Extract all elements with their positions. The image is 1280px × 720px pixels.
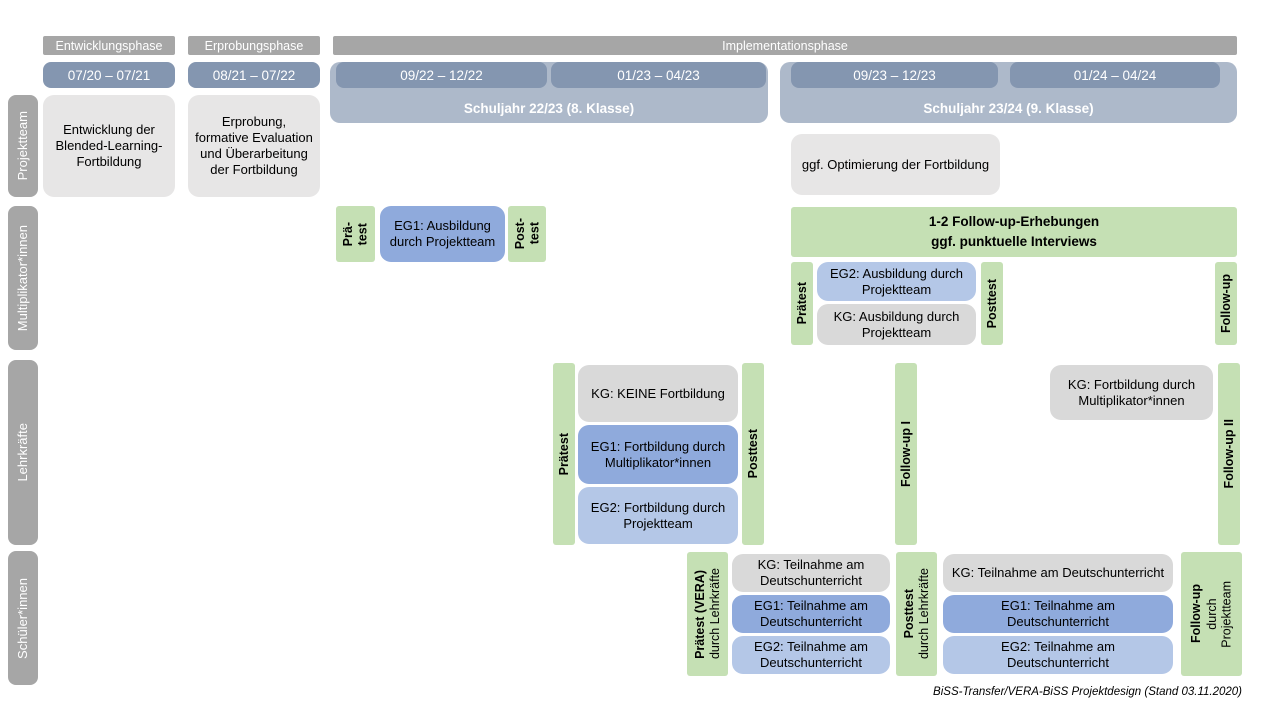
date-range-0821-0722: 08/21 – 07/22	[188, 62, 320, 88]
date-range-0923-1223: 09/23 – 12/23	[791, 62, 998, 88]
bar-posttest-schueler-sub-text: durch Lehrkräfte	[917, 568, 931, 660]
row-label-schueler-text: Schüler*innen	[14, 577, 30, 659]
bar-followup-1-lehrkraefte: Follow-up I	[895, 363, 917, 545]
row-label-projektteam: Projektteam	[8, 95, 38, 197]
row-label-projektteam-text: Projektteam	[14, 111, 30, 181]
bar-posttest-multiplikatoren-2: Posttest	[981, 262, 1003, 345]
row-label-multiplikatoren: Multiplikator*innen	[8, 206, 38, 350]
box-kg-ausbildung-projektteam: KG: Ausbildung durch Projektteam	[817, 304, 976, 345]
bar-followup-schueler: Follow-up durch Projektteam	[1181, 552, 1242, 676]
phase-header-erprobungsphase: Erprobungsphase	[188, 36, 320, 55]
bar-posttest-multiplikatoren-2-text: Posttest	[984, 278, 999, 329]
bar-followup-1-lehrkraefte-text: Follow-up I	[898, 421, 913, 487]
bar-praetest-multiplikatoren-2-text: Prätest	[794, 282, 809, 325]
bar-posttest-multiplikatoren-1: Post- test	[508, 206, 546, 262]
bar-followup-schueler-main-text: Follow-up	[1189, 584, 1204, 644]
bar-praetest-multiplikatoren-2: Prätest	[791, 262, 813, 345]
box-kg-fortbildung-multiplikatoren: KG: Fortbildung durch Multiplikator*inne…	[1050, 365, 1213, 420]
box-followup-erhebungen: 1-2 Follow-up-Erhebungen ggf. punktuelle…	[791, 207, 1237, 257]
phase-header-entwicklungsphase: Entwicklungsphase	[43, 36, 175, 55]
bar-praetest-vera-main-text: Prätest (VERA)	[692, 569, 707, 659]
box-eg2-fortbildung-projektteam: EG2: Fortbildung durch Projektteam	[578, 487, 738, 544]
row-label-schueler: Schüler*innen	[8, 551, 38, 685]
bar-followup-2-lehrkraefte: Follow-up II	[1218, 363, 1240, 545]
box-eg2-teilnahme-deutschunterricht-2: EG2: Teilnahme am Deutschunterricht	[943, 636, 1173, 674]
footer-caption: BiSS-Transfer/VERA-BiSS Projektdesign (S…	[933, 686, 1242, 698]
row-label-lehrkraefte: Lehrkräfte	[8, 360, 38, 545]
schoolyear-label-22-23: Schuljahr 22/23 (8. Klasse)	[463, 101, 635, 116]
bar-posttest-lehrkraefte-text: Posttest	[745, 429, 760, 479]
box-erprobung-evaluation: Erprobung, formative Evaluation und Über…	[188, 95, 320, 197]
bar-praetest-lehrkraefte-text: Prätest	[556, 432, 571, 476]
row-label-multiplikatoren-text: Multiplikator*innen	[14, 224, 30, 332]
bar-posttest-lehrkraefte: Posttest	[742, 363, 764, 545]
bar-praetest-multiplikatoren-1: Prä- test	[336, 206, 375, 262]
bar-praetest-vera-schueler: Prätest (VERA) durch Lehrkräfte	[687, 552, 728, 676]
date-range-0124-0424: 01/24 – 04/24	[1010, 62, 1220, 88]
box-entwicklung-fortbildung: Entwicklung der Blended-Learning-Fortbil…	[43, 95, 175, 197]
bar-praetest-multiplikatoren-1-text: Prä- test	[341, 221, 370, 247]
box-optimierung-fortbildung: ggf. Optimierung der Fortbildung	[791, 134, 1000, 195]
phase-header-implementationsphase: Implementationsphase	[333, 36, 1237, 55]
bar-posttest-schueler-main-text: Posttest	[901, 589, 916, 639]
bar-praetest-vera-sub-text: durch Lehrkräfte	[708, 568, 722, 660]
bar-followup-schueler-sub-text: durch Projektteam	[1204, 580, 1234, 648]
date-range-0922-1222: 09/22 – 12/22	[336, 62, 547, 88]
box-eg1-teilnahme-deutschunterricht-1: EG1: Teilnahme am Deutschunterricht	[732, 595, 890, 633]
box-eg1-teilnahme-deutschunterricht-2: EG1: Teilnahme am Deutschunterricht	[943, 595, 1173, 633]
date-range-0720-0721: 07/20 – 07/21	[43, 62, 175, 88]
schoolyear-label-23-24: Schuljahr 23/24 (9. Klasse)	[923, 101, 1094, 116]
date-range-0123-0423: 01/23 – 04/23	[551, 62, 766, 88]
bar-praetest-lehrkraefte: Prätest	[553, 363, 575, 545]
row-label-lehrkraefte-text: Lehrkräfte	[14, 423, 30, 482]
box-eg1-fortbildung-multiplikatoren: EG1: Fortbildung durch Multiplikator*inn…	[578, 425, 738, 484]
box-eg2-ausbildung-projektteam: EG2: Ausbildung durch Projektteam	[817, 262, 976, 301]
bar-followup-2-lehrkraefte-text: Follow-up II	[1221, 419, 1236, 489]
box-kg-keine-fortbildung: KG: KEINE Fortbildung	[578, 365, 738, 422]
bar-followup-multiplikatoren-text: Follow-up	[1218, 273, 1233, 333]
box-eg1-ausbildung-projektteam: EG1: Ausbildung durch Projektteam	[380, 206, 505, 262]
box-kg-teilnahme-deutschunterricht-2: KG: Teilnahme am Deutschunterricht	[943, 554, 1173, 592]
bar-followup-multiplikatoren: Follow-up	[1215, 262, 1237, 345]
bar-posttest-schueler: Posttest durch Lehrkräfte	[896, 552, 937, 676]
box-kg-teilnahme-deutschunterricht-1: KG: Teilnahme am Deutschunterricht	[732, 554, 890, 592]
box-eg2-teilnahme-deutschunterricht-1: EG2: Teilnahme am Deutschunterricht	[732, 636, 890, 674]
bar-posttest-multiplikatoren-1-text: Post- test	[512, 218, 541, 250]
